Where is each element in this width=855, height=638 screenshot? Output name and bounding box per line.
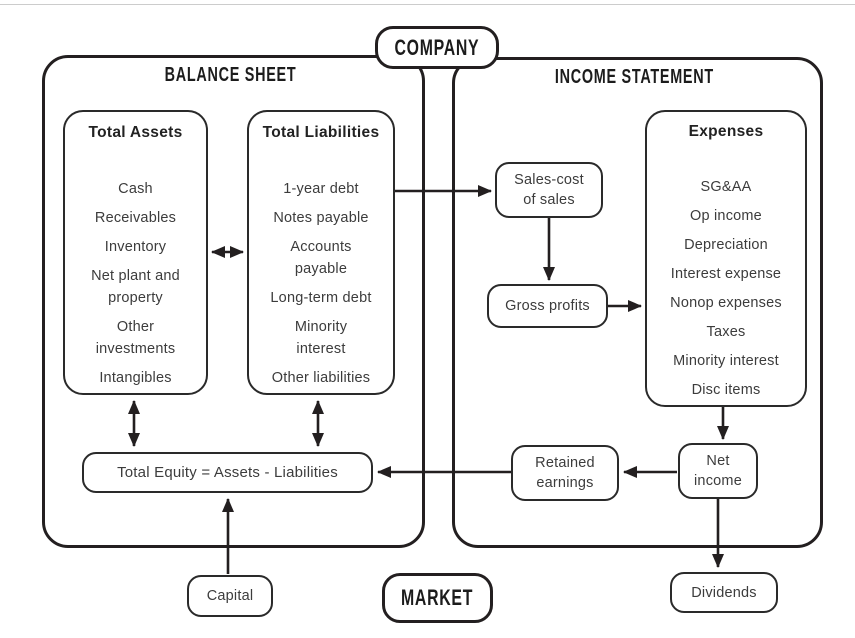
asset-item-other-investments: Other investments bbox=[95, 319, 176, 357]
retained-earnings-node: Retained earnings bbox=[511, 445, 619, 501]
liability-item-1-year-debt: 1-year debt bbox=[283, 181, 359, 197]
expense-item-minority-interest: Minority interest bbox=[673, 353, 779, 369]
balance-sheet-title-wrap: BALANCE SHEET bbox=[42, 64, 419, 87]
company-label: COMPANY bbox=[394, 34, 480, 60]
expense-item-op-income: Op income bbox=[690, 208, 762, 224]
gross-profits-node: Gross profits bbox=[487, 284, 608, 328]
total-liabilities-title: Total Liabilities bbox=[262, 124, 380, 141]
income-statement-title: INCOME STATEMENT bbox=[555, 66, 714, 88]
total-liabilities-box: Total Liabilities 1-year debt Notes paya… bbox=[247, 110, 395, 395]
asset-item-inventory: Inventory bbox=[104, 239, 167, 255]
dividends-label: Dividends bbox=[691, 584, 757, 601]
capital-label: Capital bbox=[206, 588, 254, 604]
net-income-label: Net income bbox=[694, 453, 742, 489]
balance-sheet-section bbox=[42, 55, 425, 548]
liability-item-other-liabilities: Other liabilities bbox=[271, 370, 371, 386]
market-node: MARKET bbox=[382, 573, 493, 623]
liability-item-long-term-debt: Long-term debt bbox=[270, 290, 372, 306]
asset-item-cash: Cash bbox=[118, 181, 153, 197]
sales-cost-of-sales-node: Sales-cost of sales bbox=[495, 162, 603, 218]
sales-cost-of-sales-label: Sales-cost of sales bbox=[514, 172, 584, 208]
expenses-box: Expenses SG&AA Op income Depreciation In… bbox=[645, 110, 807, 407]
total-assets-box: Total Assets Cash Receivables Inventory … bbox=[63, 110, 208, 395]
market-label: MARKET bbox=[401, 585, 474, 610]
liability-item-accounts-payable: Accounts payable bbox=[290, 239, 352, 277]
asset-item-receivables: Receivables bbox=[94, 210, 177, 226]
expense-item-nonop-expenses: Nonop expenses bbox=[670, 295, 782, 311]
asset-item-intangibles: Intangibles bbox=[99, 370, 172, 386]
balance-sheet-title: BALANCE SHEET bbox=[164, 64, 297, 86]
total-equity-node: Total Equity = Assets - Liabilities bbox=[82, 452, 373, 493]
expenses-title: Expenses bbox=[688, 123, 764, 140]
dividends-node: Dividends bbox=[670, 572, 778, 613]
capital-node: Capital bbox=[187, 575, 273, 617]
net-income-node: Net income bbox=[678, 443, 758, 499]
expense-item-depreciation: Depreciation bbox=[684, 237, 768, 253]
asset-item-net-plant: Net plant and property bbox=[91, 268, 180, 306]
total-assets-title: Total Assets bbox=[88, 124, 183, 141]
liability-item-minority-interest: Minority interest bbox=[294, 319, 348, 357]
income-statement-section bbox=[452, 57, 823, 548]
total-equity-label: Total Equity = Assets - Liabilities bbox=[117, 463, 338, 481]
top-divider-rule bbox=[0, 4, 855, 5]
company-node: COMPANY bbox=[375, 26, 499, 69]
expense-item-disc-items: Disc items bbox=[691, 382, 761, 398]
expense-item-taxes: Taxes bbox=[706, 324, 746, 340]
expense-item-sgaa: SG&AA bbox=[700, 179, 752, 195]
expense-item-interest-expense: Interest expense bbox=[670, 266, 782, 282]
retained-earnings-label: Retained earnings bbox=[535, 455, 595, 491]
liability-item-notes-payable: Notes payable bbox=[273, 210, 369, 226]
gross-profits-label: Gross profits bbox=[505, 298, 590, 314]
income-statement-title-wrap: INCOME STATEMENT bbox=[452, 66, 817, 89]
